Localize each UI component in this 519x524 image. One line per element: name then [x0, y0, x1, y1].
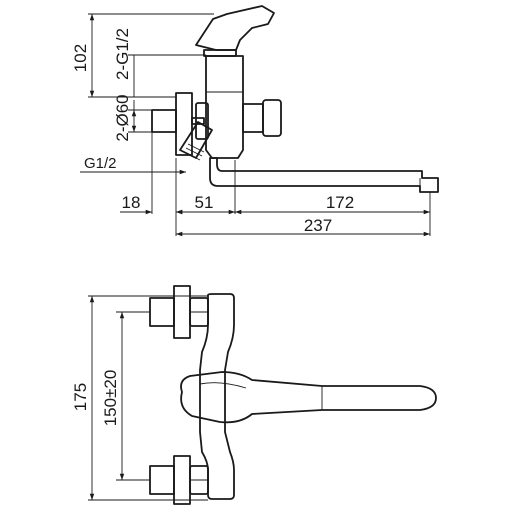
side-spout	[209, 157, 439, 193]
label-150: 150±20	[101, 370, 120, 427]
side-left-flange	[175, 92, 193, 156]
front-handle	[180, 371, 437, 424]
side-left-joint	[191, 117, 205, 125]
side-angled-thread	[183, 143, 205, 161]
side-handle	[195, 5, 275, 51]
label-237: 237	[304, 216, 332, 235]
side-body	[205, 55, 244, 159]
front-view: 175 150±20	[71, 285, 437, 505]
front-bottom-flange	[173, 455, 191, 505]
front-top-pipe	[149, 297, 175, 327]
side-right-fitting	[242, 103, 264, 133]
side-right-nut	[262, 99, 282, 137]
label-51: 51	[195, 193, 214, 212]
front-handle-crease	[199, 382, 247, 389]
label-18: 18	[122, 193, 141, 212]
label-g12: G1/2	[84, 155, 117, 172]
side-left-pipe	[151, 109, 177, 133]
label-102: 102	[71, 44, 90, 72]
label-172: 172	[326, 193, 354, 212]
front-top-flange	[173, 285, 191, 339]
side-view: 102 2-G1/2 2-Ø60 G1/2 18 51 172 237	[71, 5, 439, 237]
front-bottom-pipe	[149, 465, 175, 495]
label-2d60: 2-Ø60	[113, 94, 132, 141]
side-left-nut	[195, 102, 209, 140]
label-2g12: 2-G1/2	[113, 28, 132, 80]
front-body	[199, 293, 235, 500]
label-175: 175	[71, 383, 90, 411]
